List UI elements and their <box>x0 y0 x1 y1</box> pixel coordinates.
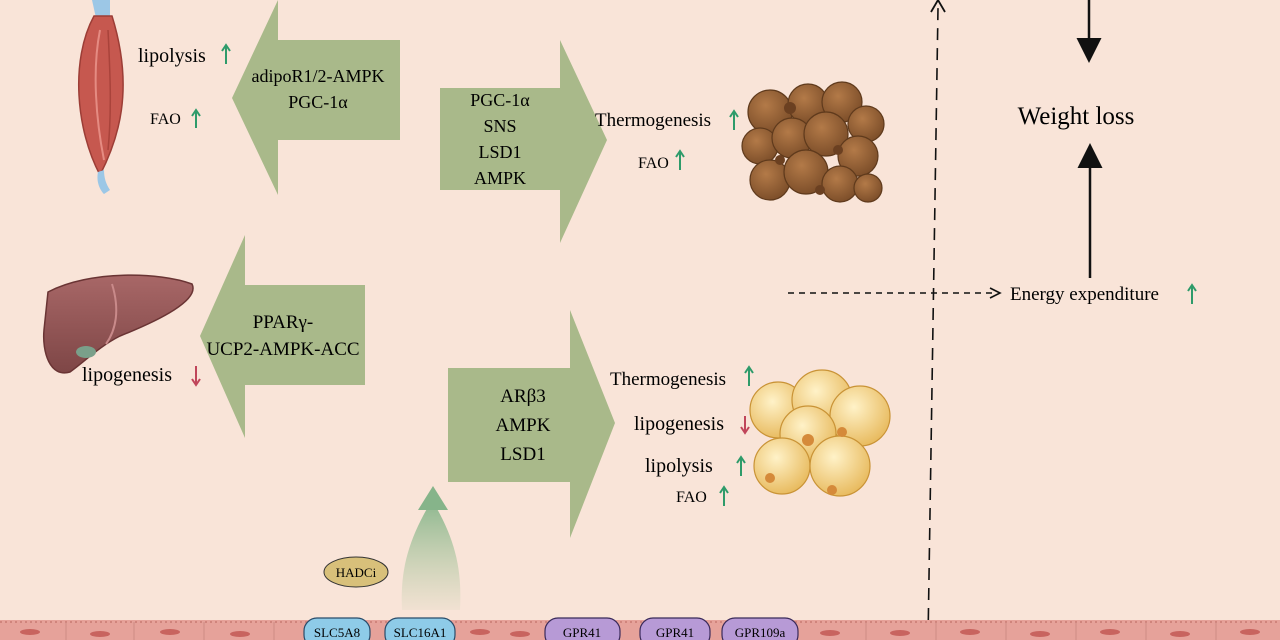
down-arrow-icon <box>740 416 750 435</box>
muscle-lipolysis-label: lipolysis <box>138 45 206 67</box>
muscle-pathway-arrow <box>232 0 400 195</box>
transporter-slc5a8: SLC5A8 <box>303 617 371 640</box>
transporter-slc16a1: SLC16A1 <box>384 617 456 640</box>
white-fat-pathway-lines: ARβ3 AMPK LSD1 <box>496 386 551 465</box>
up-arrow-icon <box>744 365 754 386</box>
up-arrow-icon <box>736 455 746 476</box>
up-arrow-icon <box>675 149 685 170</box>
up-arrow-icon <box>221 43 231 64</box>
muscle-fao-label: FAO <box>150 111 181 128</box>
brown-fat-pathway-arrow <box>440 40 607 243</box>
white-pathway-line-2: LSD1 <box>500 444 545 465</box>
liver-illustration <box>42 274 194 374</box>
brown-pathway-line-2: LSD1 <box>478 142 521 162</box>
brown-pathway-line-1: SNS <box>483 116 516 136</box>
receptor-label: GPR41 <box>563 625 601 640</box>
muscle-pathway-line2: PGC-1α <box>288 92 348 112</box>
brown-pathway-line-0: PGC-1α <box>470 90 530 110</box>
gallbladder-icon <box>76 346 96 358</box>
white-lipogenesis-label: lipogenesis <box>634 413 724 435</box>
liver-pathway-line2: UCP2-AMPK-ACC <box>206 339 359 360</box>
white-fat-pathway-arrow <box>448 310 615 538</box>
hadci-badge: HADCi <box>323 556 389 588</box>
brown-pathway-line-3: AMPK <box>474 168 526 188</box>
receptor-label: GPR41 <box>656 625 694 640</box>
brown-fat-cells <box>741 81 885 203</box>
receptor-gpr41-a: GPR41 <box>544 617 621 640</box>
transporter-label: SLC16A1 <box>394 625 447 640</box>
white-thermogenesis-label: Thermogenesis <box>610 369 726 390</box>
muscle-tendon-bottom <box>97 170 110 194</box>
down-arrow-icon <box>191 366 201 387</box>
weight-loss-label: Weight loss <box>1018 103 1135 130</box>
brown-fat-pathway-lines: PGC-1α SNS LSD1 AMPK <box>470 90 530 188</box>
white-pathway-line-0: ARβ3 <box>500 386 546 407</box>
upward-gradient-arrow <box>401 500 461 610</box>
liver-lipogenesis-label: lipogenesis <box>82 364 172 386</box>
receptor-gpr109a: GPR109a <box>721 617 799 640</box>
receptor-label: GPR109a <box>735 625 786 640</box>
receptor-gpr41-b: GPR41 <box>639 617 711 640</box>
hadci-label: HADCi <box>336 565 377 580</box>
white-pathway-line-1: AMPK <box>496 415 551 436</box>
transporter-label: SLC5A8 <box>314 625 360 640</box>
brown-fao-label: FAO <box>638 155 669 172</box>
up-arrow-icon <box>1187 283 1197 304</box>
muscle-illustration <box>77 0 124 194</box>
up-arrow-icon <box>729 109 739 130</box>
white-lipolysis-label: lipolysis <box>645 455 713 477</box>
brown-thermogenesis-label: Thermogenesis <box>595 110 711 131</box>
upward-arrow-head <box>418 486 448 510</box>
white-fat-cells <box>749 369 891 497</box>
energy-expenditure-label: Energy expenditure <box>1010 284 1159 305</box>
liver-pathway-arrow <box>200 235 365 438</box>
up-arrow-icon <box>191 108 201 128</box>
muscle-tendon-top <box>92 0 110 18</box>
muscle-pathway-line1: adipoR1/2-AMPK <box>251 66 384 86</box>
up-arrow-icon <box>719 485 729 506</box>
vertical-dashed-arrow <box>927 7 939 640</box>
white-fao-label: FAO <box>676 489 707 506</box>
liver-pathway-line1: PPARγ- <box>253 312 314 333</box>
